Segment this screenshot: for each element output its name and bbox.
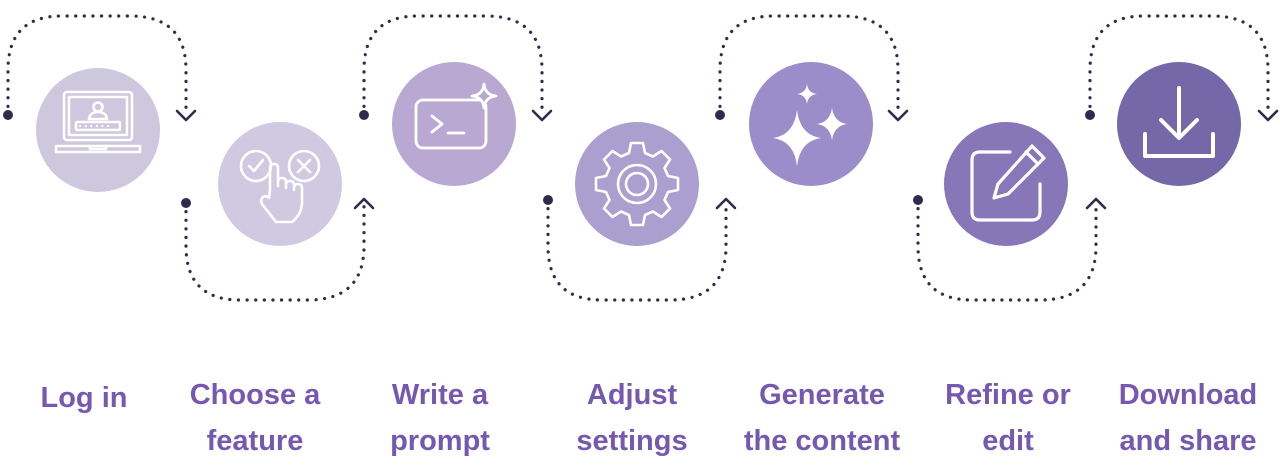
- sparkles-icon: [773, 84, 847, 166]
- start-dot-2: [181, 198, 191, 208]
- step-5-label: Generate the content: [743, 379, 901, 457]
- start-dot-1: [3, 110, 13, 120]
- download-icon: [1143, 86, 1215, 158]
- connector-6: [916, 198, 1098, 302]
- step-2-circle: [218, 122, 342, 246]
- arrowhead-up-4: [715, 197, 737, 210]
- arrowhead-down-5: [887, 109, 909, 122]
- choose-option-hand-icon: [239, 149, 321, 224]
- step-1-label: Log in: [40, 382, 128, 414]
- step-6-circle: [944, 122, 1068, 246]
- step-2-label: Choose a feature: [189, 379, 321, 457]
- step-3-label: Write a prompt: [390, 379, 490, 457]
- start-dot-3: [359, 110, 369, 120]
- step-7-label: Download and share: [1118, 379, 1258, 457]
- step-6-label: Refine or edit: [945, 379, 1071, 457]
- laptop-login-icon: [54, 90, 142, 154]
- arrowhead-down-7: [1257, 109, 1279, 122]
- start-dot-5: [715, 110, 725, 120]
- arrowhead-up-6: [1085, 197, 1107, 210]
- connector-3: [362, 14, 544, 117]
- step-4-circle: [575, 122, 699, 246]
- arrowhead-up-2: [353, 197, 375, 210]
- step-5-circle: [749, 62, 873, 186]
- step-3-circle: [392, 62, 516, 186]
- connector-5: [718, 14, 900, 117]
- step-4-label: Adjust settings: [576, 379, 688, 457]
- terminal-prompt-icon: [414, 82, 498, 150]
- arrowhead-down-3: [531, 109, 553, 122]
- connector-7: [1088, 14, 1270, 117]
- connector-1: [6, 14, 188, 117]
- step-1-circle: [36, 68, 160, 192]
- edit-pencil-icon: [970, 144, 1046, 222]
- gear-icon: [594, 141, 680, 227]
- connector-4: [546, 198, 728, 302]
- start-dot-6: [913, 195, 923, 205]
- step-7-circle: [1117, 62, 1241, 186]
- start-dot-7: [1085, 110, 1095, 120]
- start-dot-4: [543, 195, 553, 205]
- arrowhead-down-1: [175, 109, 197, 122]
- connector-2: [184, 201, 366, 302]
